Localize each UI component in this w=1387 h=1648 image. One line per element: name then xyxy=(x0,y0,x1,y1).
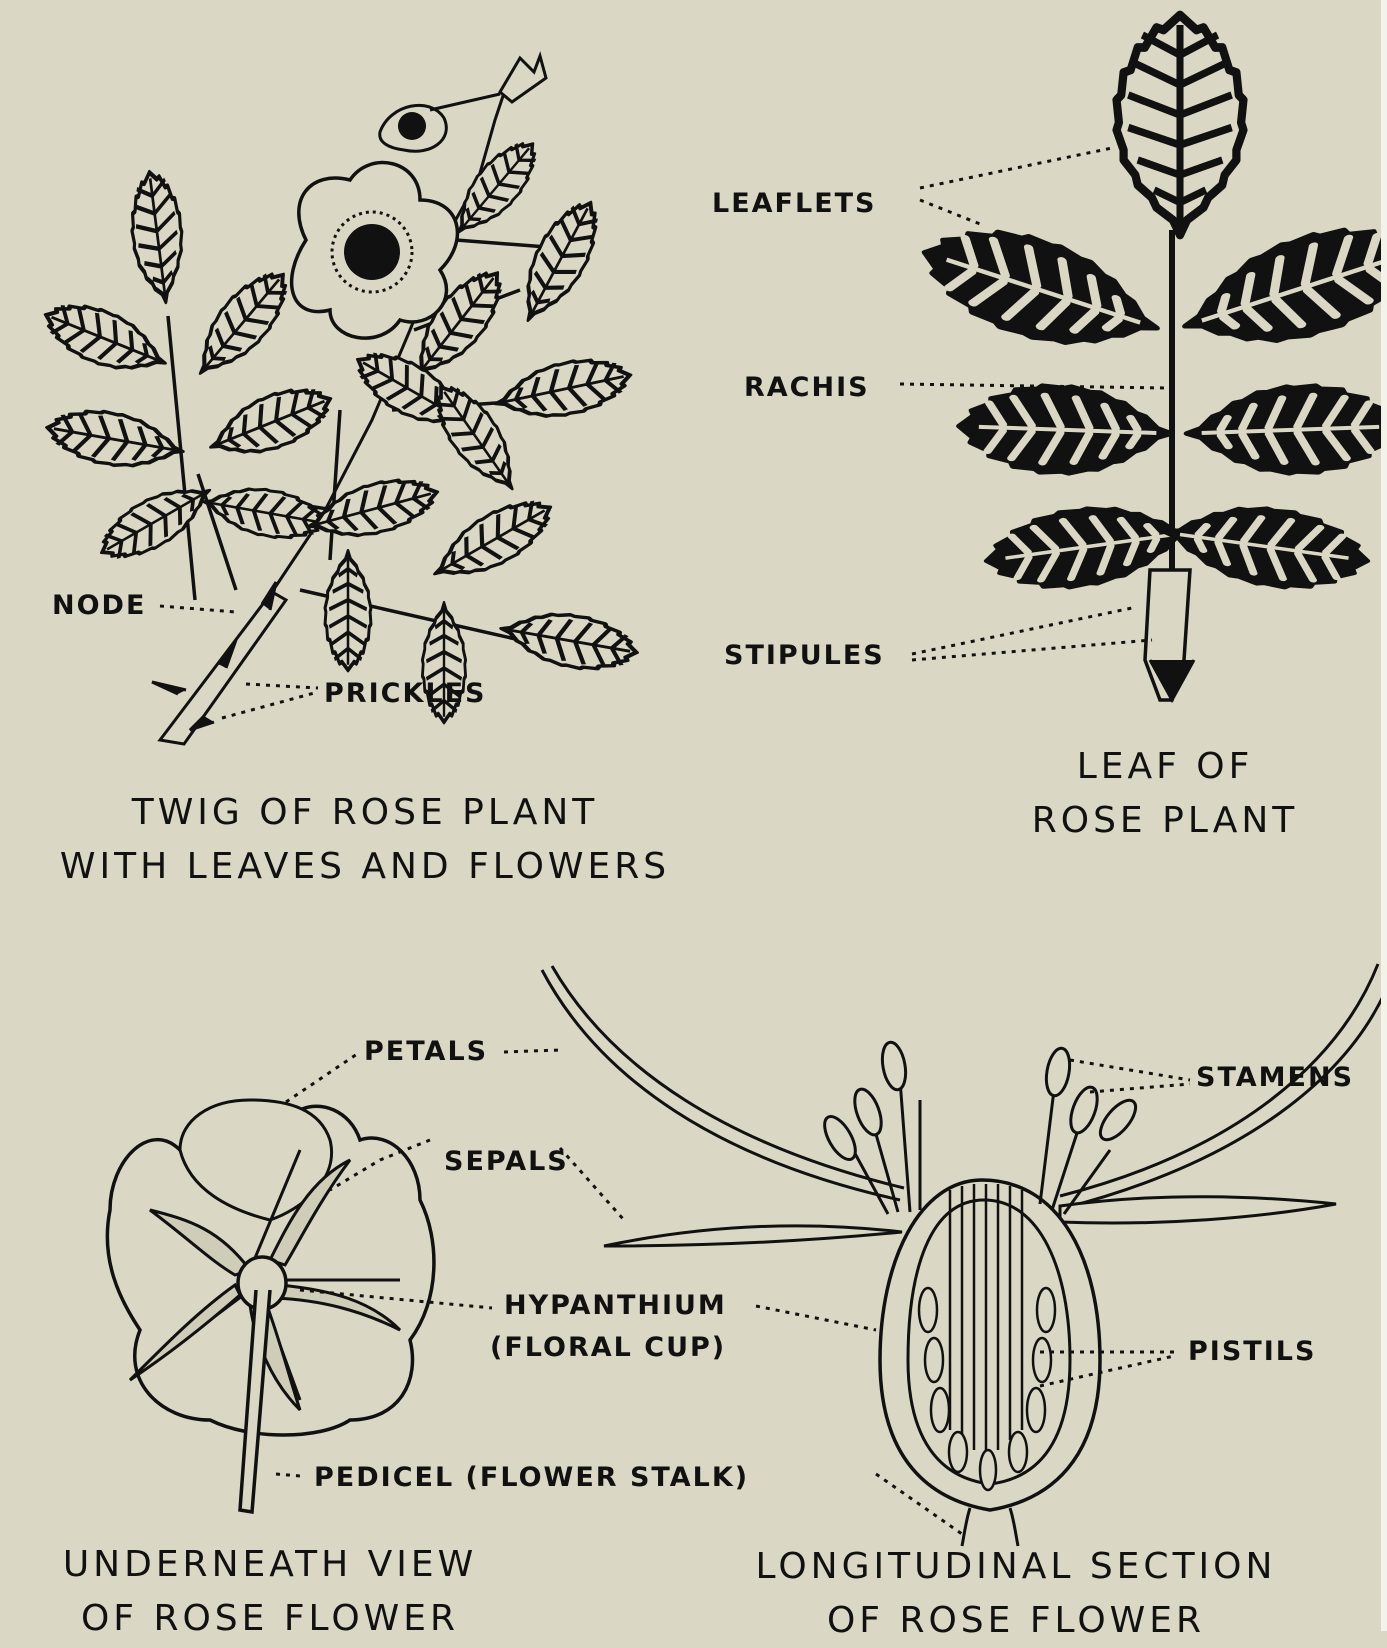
caption-leaf-line1: LEAF OF xyxy=(990,740,1340,794)
label-stamens: STAMENS xyxy=(1196,1062,1354,1093)
underneath-view-illustration xyxy=(107,1052,492,1512)
caption-leaf: LEAF OF ROSE PLANT xyxy=(990,740,1340,848)
caption-section-line1: LONGITUDINAL SECTION xyxy=(716,1540,1316,1594)
caption-underneath: UNDERNEATH VIEW OF ROSE FLOWER xyxy=(20,1538,520,1646)
label-floral-cup: (FLORAL CUP) xyxy=(490,1332,726,1363)
caption-twig-line2: WITH LEAVES AND FLOWERS xyxy=(0,840,730,894)
caption-section: LONGITUDINAL SECTION OF ROSE FLOWER xyxy=(716,1540,1316,1648)
leaf-illustration xyxy=(900,15,1387,700)
label-hypanthium: HYPANTHIUM xyxy=(504,1290,727,1321)
twig-illustration xyxy=(37,56,641,744)
label-node: NODE xyxy=(52,590,146,621)
page-edge xyxy=(1381,0,1387,1631)
label-stipules: STIPULES xyxy=(724,640,885,671)
caption-section-line2: OF ROSE FLOWER xyxy=(716,1594,1316,1648)
label-petals: PETALS xyxy=(364,1036,488,1067)
label-rachis: RACHIS xyxy=(744,372,870,403)
label-pedicel: PEDICEL (FLOWER STALK) xyxy=(314,1462,749,1493)
caption-underneath-line1: UNDERNEATH VIEW xyxy=(20,1538,520,1592)
caption-leaf-line2: ROSE PLANT xyxy=(990,794,1340,848)
label-sepals: SEPALS xyxy=(444,1146,569,1177)
longitudinal-section-illustration xyxy=(504,964,1386,1546)
label-prickles: PRICKLES xyxy=(324,678,486,709)
caption-twig: TWIG OF ROSE PLANT WITH LEAVES AND FLOWE… xyxy=(0,786,730,894)
caption-underneath-line2: OF ROSE FLOWER xyxy=(20,1592,520,1646)
label-leaflets: LEAFLETS xyxy=(712,188,877,219)
label-pistils: PISTILS xyxy=(1188,1336,1316,1367)
caption-twig-line1: TWIG OF ROSE PLANT xyxy=(0,786,730,840)
